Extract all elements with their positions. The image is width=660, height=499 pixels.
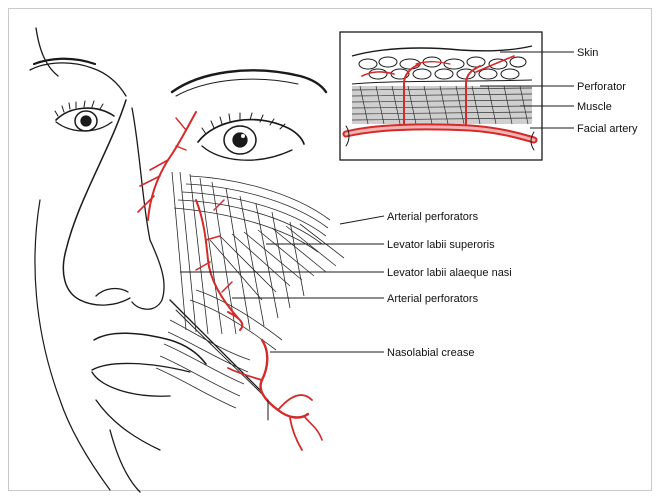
right-eye xyxy=(198,113,304,160)
label-nasolabial-crease: Nasolabial crease xyxy=(387,347,474,359)
label-arterial-perforators-upper: Arterial perforators xyxy=(387,211,479,223)
label-levator-labii-superioris: Levator labii superoris xyxy=(387,239,495,251)
facial-arteries xyxy=(138,112,322,450)
label-facial-artery: Facial artery xyxy=(577,123,638,135)
muscle-fibers xyxy=(156,172,344,408)
label-arterial-perforators-lower: Arterial perforators xyxy=(387,293,479,305)
label-levator-labii-alaeque-nasi: Levator labii alaeque nasi xyxy=(387,267,512,279)
inset-muscle-layer xyxy=(352,86,532,124)
label-perforator: Perforator xyxy=(577,81,626,93)
label-muscle: Muscle xyxy=(577,101,612,113)
face-sketch xyxy=(30,28,326,492)
cross-section-inset xyxy=(340,32,574,160)
left-eye xyxy=(55,101,114,131)
label-skin: Skin xyxy=(577,47,598,59)
